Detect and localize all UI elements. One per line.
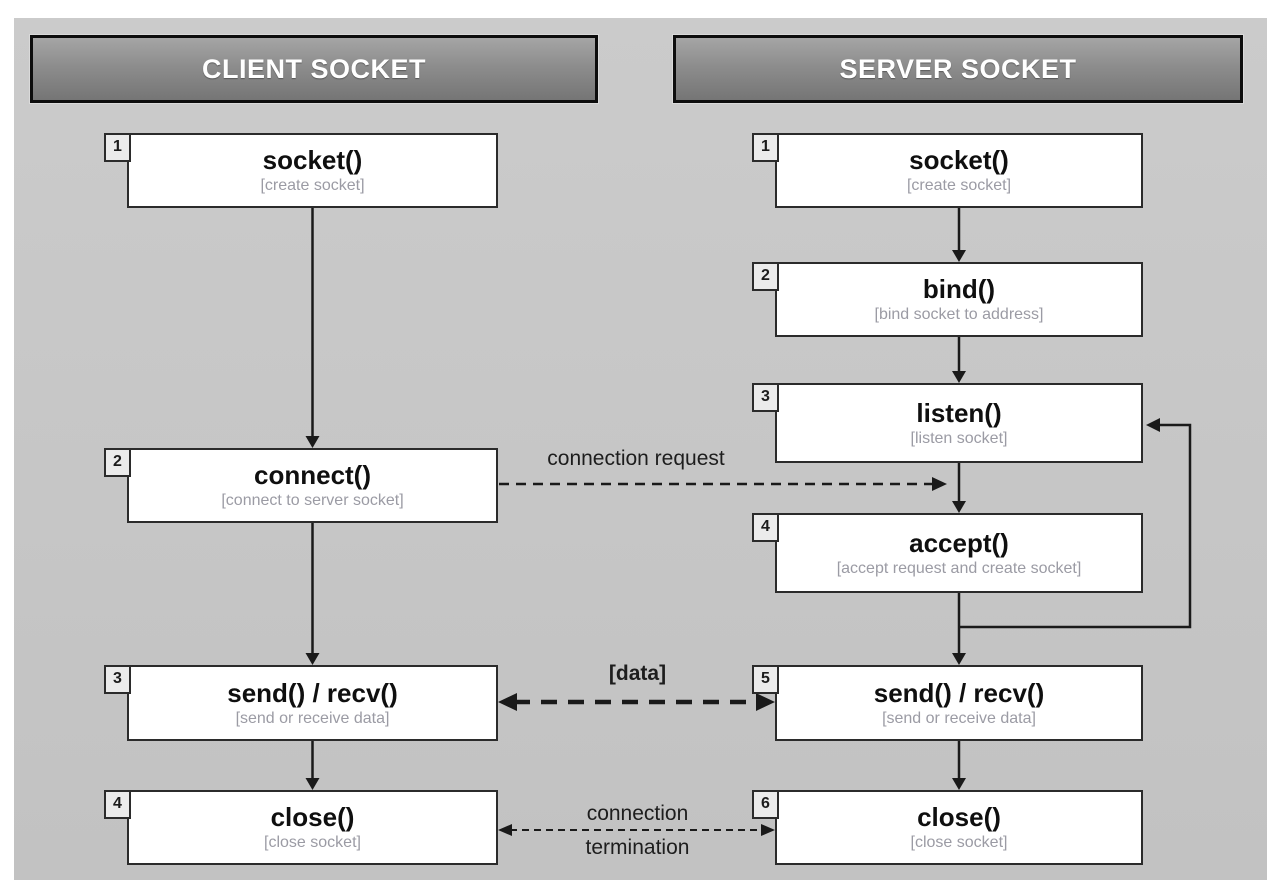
server-step-close-number: 6 (752, 790, 779, 819)
server-step-bind-title: bind() (922, 274, 996, 305)
client-socket-header: CLIENT SOCKET (29, 34, 599, 104)
client-step-close-subtitle: [close socket] (264, 834, 361, 851)
server-step-accept: 4 accept() [accept request and create so… (752, 513, 1143, 593)
server-step-accept-subtitle: [accept request and create socket] (836, 559, 1082, 577)
server-step-bind: 2 bind() [bind socket to address] (752, 262, 1143, 337)
connection-termination-label-line1: connection (586, 802, 689, 825)
client-step-sendrecv-number: 3 (104, 665, 131, 694)
client-step-connect-subtitle: [connect to server socket] (221, 492, 404, 509)
client-step-sendrecv: 3 send() / recv() [send or receive data] (104, 665, 498, 741)
server-step-socket-number: 1 (752, 133, 779, 162)
server-step-listen: 3 listen() [listen socket] (752, 383, 1143, 463)
server-step-bind-number: 2 (752, 262, 779, 291)
server-step-socket-subtitle: [create socket] (906, 177, 1012, 194)
client-step-connect: 2 connect() [connect to server socket] (104, 448, 498, 523)
client-step-connect-number: 2 (104, 448, 131, 477)
client-step-socket-subtitle: [create socket] (260, 177, 365, 194)
server-header-label: SERVER SOCKET (839, 53, 1077, 84)
server-step-accept-number: 4 (752, 513, 779, 542)
server-step-socket: 1 socket() [create socket] (752, 133, 1143, 208)
server-step-bind-subtitle: [bind socket to address] (874, 306, 1044, 323)
server-step-close-subtitle: [close socket] (910, 834, 1008, 851)
server-step-sendrecv-number: 5 (752, 665, 779, 694)
server-step-accept-title: accept() (909, 527, 1009, 558)
connection-request-label: connection request (547, 447, 725, 470)
data-exchange-label: [data] (608, 662, 667, 685)
server-step-close-title: close() (917, 802, 1001, 833)
server-step-socket-title: socket() (909, 145, 1009, 176)
client-step-socket: 1 socket() [create socket] (104, 133, 498, 208)
client-step-sendrecv-title: send() / recv() (227, 677, 398, 708)
connection-termination-label-line2: termination (585, 836, 690, 859)
server-socket-header: SERVER SOCKET (672, 34, 1244, 104)
server-step-sendrecv-title: send() / recv() (873, 677, 1045, 708)
server-step-close: 6 close() [close socket] (752, 790, 1143, 865)
client-header-label: CLIENT SOCKET (201, 53, 426, 84)
client-step-connect-title: connect() (254, 460, 371, 491)
client-step-close-title: close() (270, 802, 355, 833)
server-step-listen-title: listen() (916, 397, 1002, 428)
server-step-listen-subtitle: [listen socket] (910, 429, 1008, 447)
client-step-socket-number: 1 (104, 133, 131, 162)
client-step-close-number: 4 (104, 790, 131, 819)
client-step-sendrecv-subtitle: [send or receive data] (235, 709, 390, 727)
server-step-sendrecv-subtitle: [send or receive data] (882, 709, 1036, 727)
client-step-socket-title: socket() (262, 145, 363, 176)
client-step-close: 4 close() [close socket] (104, 790, 498, 865)
server-step-listen-number: 3 (752, 383, 779, 412)
server-step-sendrecv: 5 send() / recv() [send or receive data] (752, 665, 1143, 741)
